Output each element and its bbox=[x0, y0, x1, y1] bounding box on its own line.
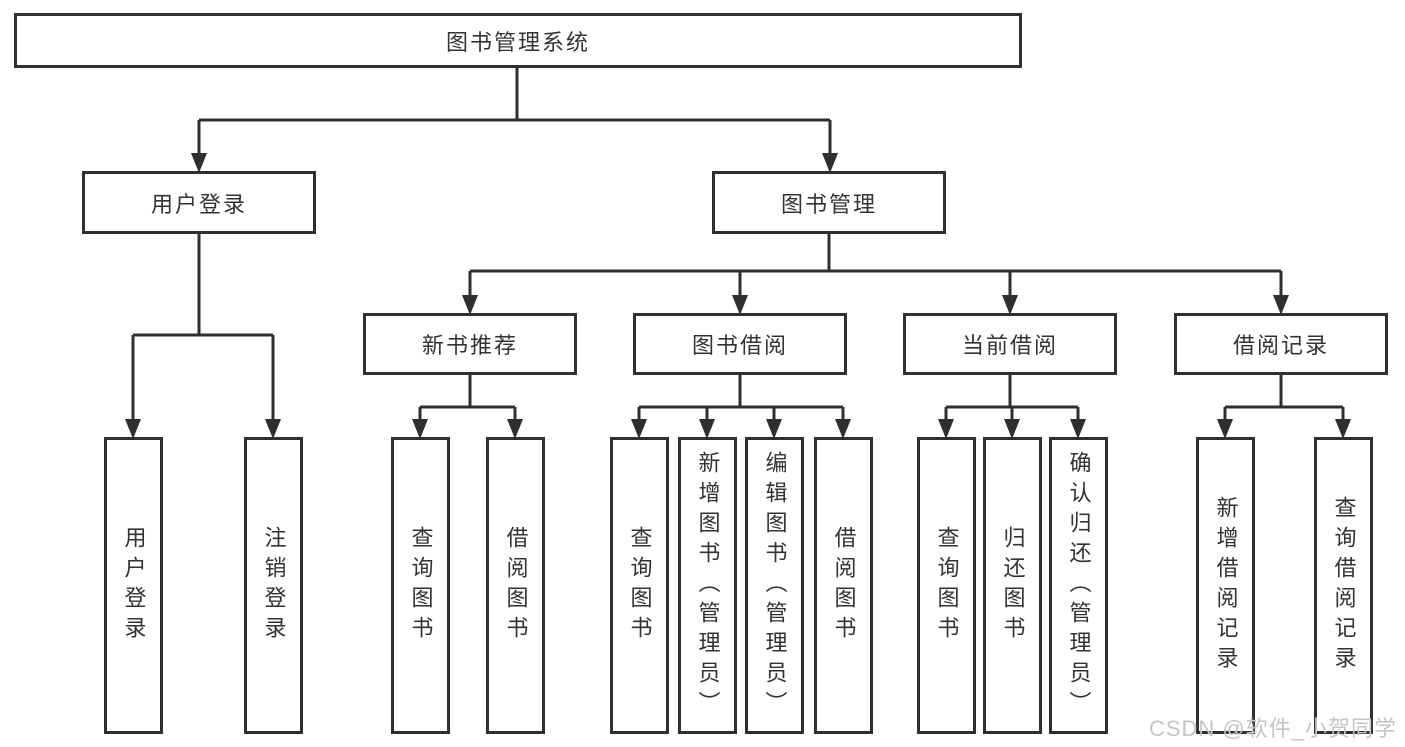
node-borrow-add-books-admin-label: 新增图书（管理员） bbox=[695, 450, 721, 721]
node-borrow-edit-books-admin-label: 编辑图书（管理员） bbox=[762, 450, 788, 721]
node-new-book-recommend: 新书推荐 bbox=[363, 313, 577, 375]
node-recommend-borrow-books: 借阅图书 bbox=[486, 437, 545, 734]
node-login-label: 用户登录 bbox=[121, 525, 147, 646]
node-records-add-record-label: 新增借阅记录 bbox=[1213, 495, 1239, 676]
node-current-return-books-label: 归还图书 bbox=[1000, 525, 1026, 646]
node-logout-label: 注销登录 bbox=[261, 525, 287, 646]
edge-recommend-to-leaves bbox=[412, 375, 523, 439]
edge-userlogin-to-leaves bbox=[125, 234, 281, 439]
node-current-query-books: 查询图书 bbox=[917, 437, 976, 734]
node-borrow-query-books: 查询图书 bbox=[610, 437, 669, 734]
edge-borrow-to-leaves bbox=[631, 375, 851, 439]
node-user-login: 用户登录 bbox=[82, 171, 316, 234]
node-recommend-borrow-books-label: 借阅图书 bbox=[503, 525, 529, 646]
node-recommend-query-books: 查询图书 bbox=[391, 437, 450, 734]
node-book-borrow: 图书借阅 bbox=[633, 313, 847, 375]
node-current-query-books-label: 查询图书 bbox=[934, 525, 960, 646]
node-borrow-borrow-books: 借阅图书 bbox=[814, 437, 873, 734]
node-book-management: 图书管理 bbox=[712, 171, 946, 234]
node-recommend-query-books-label: 查询图书 bbox=[408, 525, 434, 646]
edge-current-to-leaves bbox=[938, 375, 1086, 439]
node-records-query-record-label: 查询借阅记录 bbox=[1331, 495, 1357, 676]
node-borrow-edit-books-admin: 编辑图书（管理员） bbox=[745, 437, 804, 734]
node-current-confirm-return-admin-label: 确认归还（管理员） bbox=[1066, 450, 1092, 721]
node-current-confirm-return-admin: 确认归还（管理员） bbox=[1049, 437, 1108, 734]
node-borrow-borrow-books-label: 借阅图书 bbox=[831, 525, 857, 646]
node-records-query-record: 查询借阅记录 bbox=[1314, 437, 1373, 734]
node-current-return-books: 归还图书 bbox=[983, 437, 1042, 734]
csdn-watermark: CSDN @软件_小贺同学 bbox=[1148, 716, 1397, 741]
node-logout: 注销登录 bbox=[244, 437, 303, 734]
edge-bookmgmt-to-level3 bbox=[462, 234, 1289, 315]
node-borrow-add-books-admin: 新增图书（管理员） bbox=[678, 437, 737, 734]
node-current-borrow: 当前借阅 bbox=[903, 313, 1117, 375]
node-login: 用户登录 bbox=[104, 437, 163, 734]
node-borrow-records: 借阅记录 bbox=[1174, 313, 1388, 375]
node-records-add-record: 新增借阅记录 bbox=[1196, 437, 1255, 734]
edge-records-to-leaves bbox=[1217, 375, 1351, 439]
edge-system-to-level2 bbox=[191, 68, 838, 173]
node-borrow-query-books-label: 查询图书 bbox=[627, 525, 653, 646]
node-system: 图书管理系统 bbox=[14, 13, 1022, 68]
